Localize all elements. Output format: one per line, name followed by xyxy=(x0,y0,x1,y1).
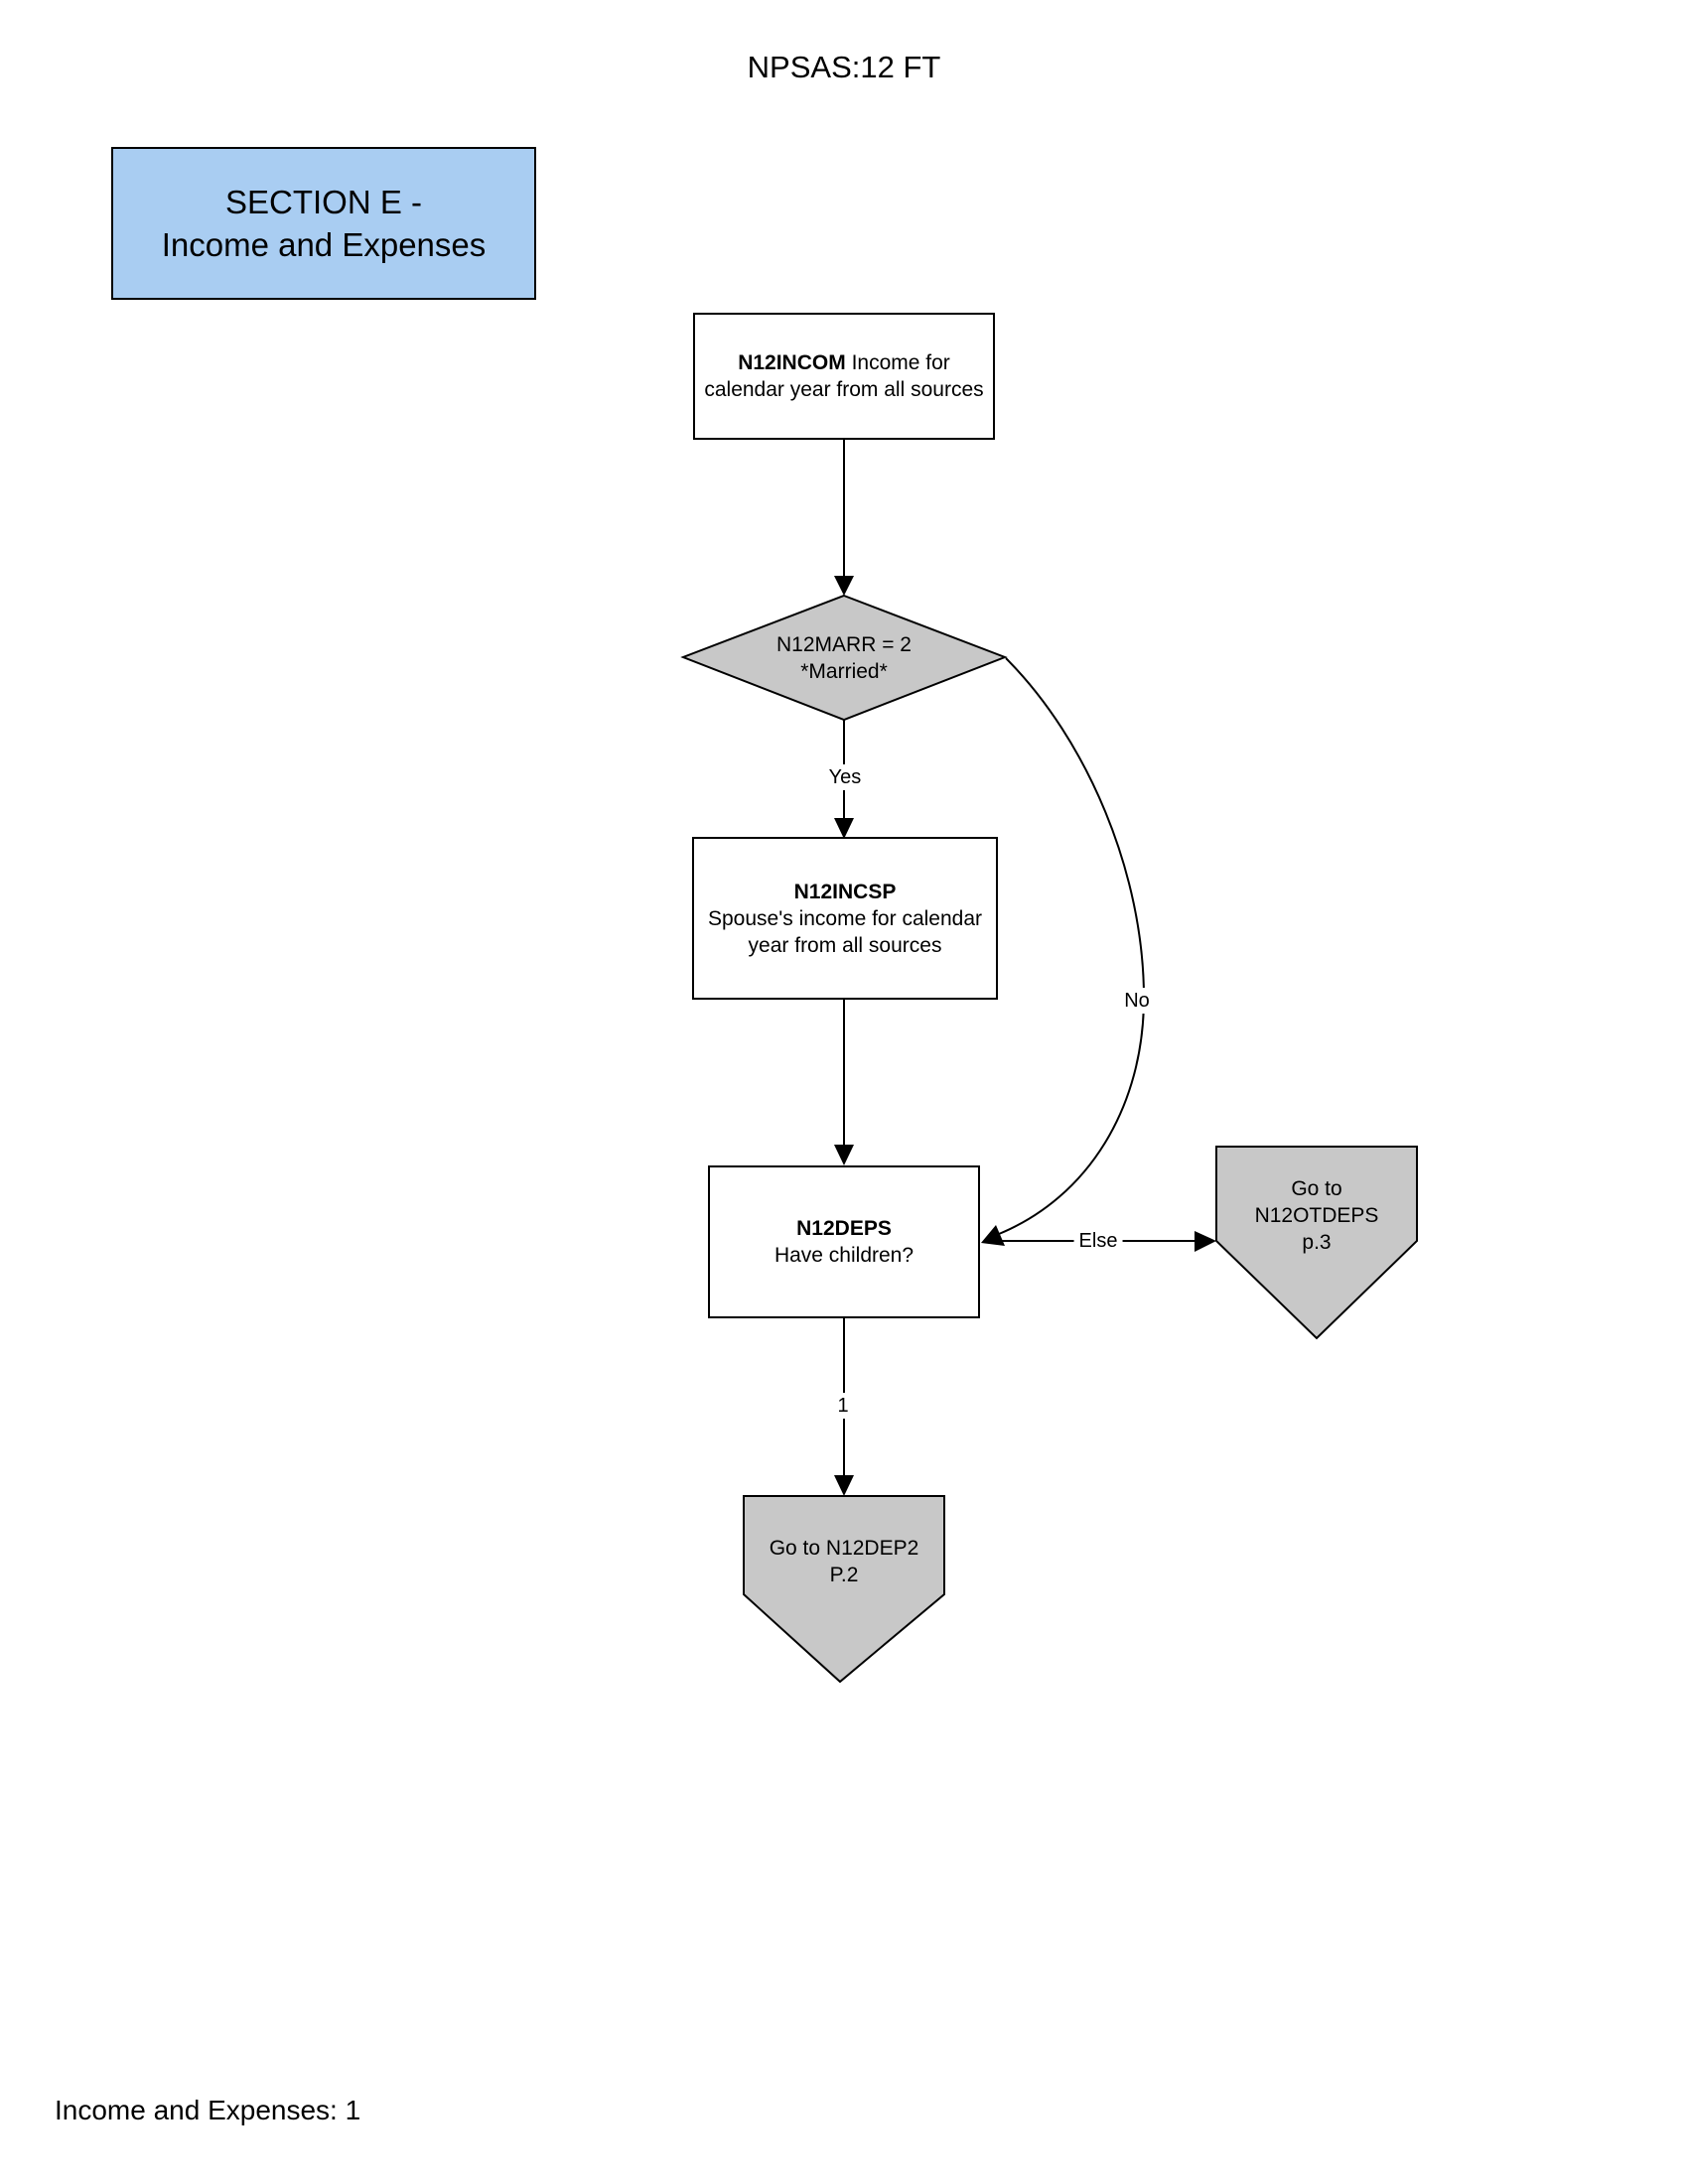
n12deps-id: N12DEPS xyxy=(796,1217,892,1240)
goto-n12otdeps-label: Go to N12OTDEPS p.3 xyxy=(1216,1175,1417,1256)
n12incom-id: N12INCOM xyxy=(738,351,846,374)
edge-label-yes: Yes xyxy=(823,764,867,790)
process-box-n12incsp: N12INCSP Spouse's income for calendar ye… xyxy=(692,837,998,1000)
n12marr-line1: N12MARR = 2 xyxy=(776,633,912,656)
section-header: SECTION E - Income and Expenses xyxy=(111,147,536,300)
arrowhead-into-incsp xyxy=(834,818,854,839)
offpage-connector-n12otdeps xyxy=(1215,1146,1418,1340)
edge-label-else: Else xyxy=(1073,1228,1123,1254)
edge-label-1: 1 xyxy=(832,1393,854,1419)
goto-n12otdeps-line1: Go to xyxy=(1291,1177,1342,1200)
goto-n12otdeps-line3: p.3 xyxy=(1302,1231,1332,1254)
arrowhead-into-dep2 xyxy=(834,1475,854,1496)
edge-label-no: No xyxy=(1119,988,1155,1014)
n12incsp-id: N12INCSP xyxy=(793,880,897,903)
arrowhead-into-deps-right xyxy=(981,1225,1005,1246)
process-box-n12deps: N12DEPS Have children? xyxy=(708,1165,980,1318)
n12marr-line2: *Married* xyxy=(800,660,888,683)
edge-marr-no-curve xyxy=(998,657,1146,1235)
n12incom-text: N12INCOM Income for calendar year from a… xyxy=(703,349,985,403)
offpage-connector-n12dep2 xyxy=(743,1495,945,1684)
arrowhead-into-deps-top xyxy=(834,1145,854,1165)
section-header-line2: Income and Expenses xyxy=(161,226,487,263)
goto-n12otdeps-line2: N12OTDEPS xyxy=(1254,1204,1379,1227)
n12incom-desc: Income for calendar year from all source… xyxy=(704,351,984,401)
n12deps-desc: Have children? xyxy=(774,1244,914,1267)
page-footer: Income and Expenses: 1 xyxy=(55,2095,361,2125)
n12incsp-desc: Spouse's income for calendar year from a… xyxy=(708,906,982,957)
process-box-n12incom: N12INCOM Income for calendar year from a… xyxy=(693,313,995,440)
goto-n12dep2-label: Go to N12DEP2 P.2 xyxy=(744,1535,944,1588)
goto-n12dep2-line2: P.2 xyxy=(829,1564,859,1586)
arrowhead-into-otdeps xyxy=(1195,1231,1216,1252)
n12marr-label: N12MARR = 2 *Married* xyxy=(695,631,993,685)
arrowhead-into-diamond xyxy=(834,576,854,596)
page-title: NPSAS:12 FT xyxy=(747,50,941,84)
goto-n12dep2-line1: Go to N12DEP2 xyxy=(769,1537,919,1560)
section-header-line1: SECTION E - xyxy=(224,184,423,220)
